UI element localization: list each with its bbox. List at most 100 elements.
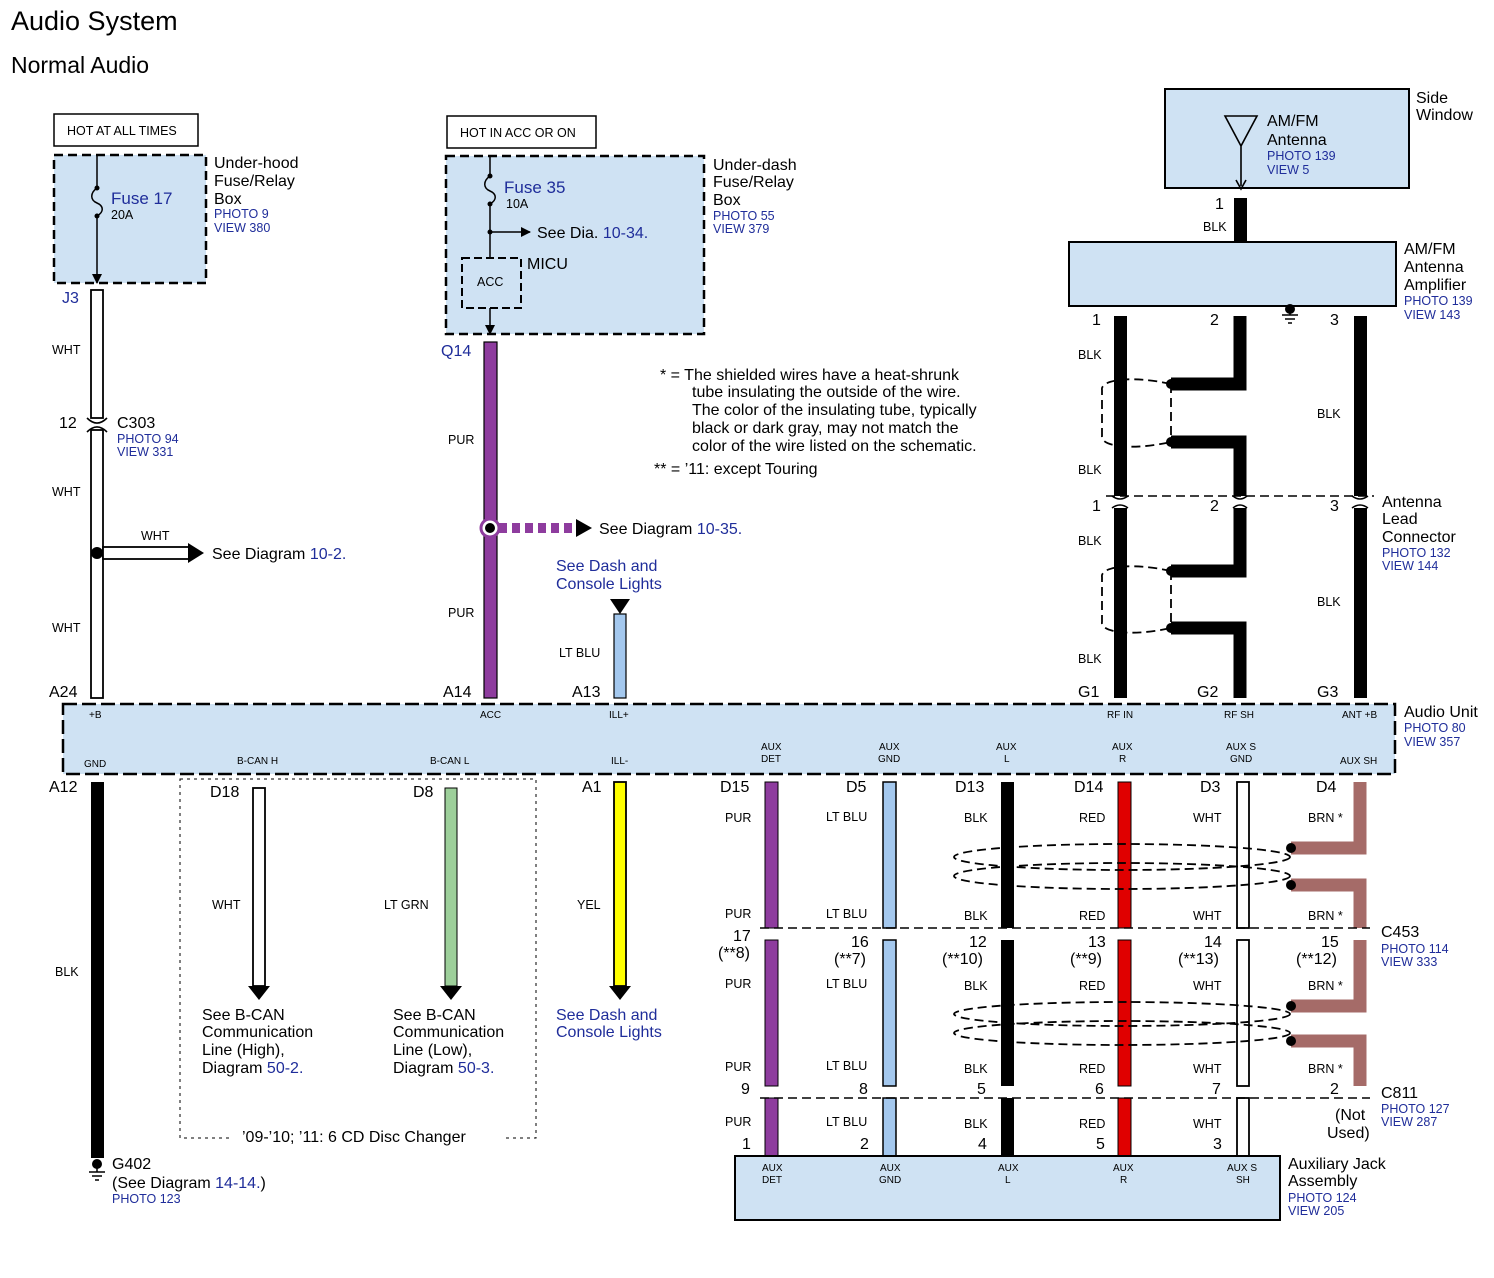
wire-red-aux-2 — [1117, 939, 1132, 1087]
aux-lbl-brn-1: BRN * — [1308, 811, 1343, 825]
jack-view: VIEW 205 — [1288, 1204, 1344, 1218]
c811-pin-6: 6 — [1095, 1081, 1104, 1098]
aux-lbl-blk-2: BLK — [964, 909, 988, 923]
fuse-17-label: Fuse 17 — [111, 189, 172, 208]
term-acc: ACC — [480, 710, 501, 721]
term-aux-gnd-1: AUX — [879, 742, 900, 753]
wire-red-aux-1 — [1117, 781, 1132, 929]
pin-g1: G1 — [1078, 684, 1099, 701]
wire-red-aux-3 — [1117, 1097, 1132, 1157]
wire-label-ltgrn: LT GRN — [384, 898, 429, 912]
jack-pin-4: 4 — [978, 1136, 987, 1153]
c811-pin-5: 5 — [977, 1081, 986, 1098]
wire-label-pur-2: PUR — [448, 606, 474, 620]
aux-lbl-ltblu-4: LT BLU — [826, 1059, 867, 1073]
amp-ground-icon — [1282, 309, 1298, 324]
wire-ltblu-aux-3 — [882, 1097, 897, 1157]
underhood-photo: PHOTO 9 — [214, 207, 269, 221]
pin-d3: D3 — [1200, 779, 1221, 796]
wire-wht-aux-1 — [1236, 781, 1250, 929]
aux-lbl-wht-5: WHT — [1193, 1117, 1222, 1131]
bcan-h-ref-2: Communication — [202, 1024, 313, 1041]
acc-label: ACC — [477, 275, 503, 289]
antenna-photo: PHOTO 139 — [1267, 149, 1336, 163]
c453-pin-14: 14 — [1204, 934, 1222, 951]
note-line-4: black or dark gray, may not match the — [692, 420, 959, 437]
bcan-l-ref-2: Communication — [393, 1024, 504, 1041]
aux-gnd-wire — [882, 781, 897, 1157]
aux-lbl-pur-3: PUR — [725, 977, 751, 991]
underhood-view: VIEW 380 — [214, 221, 270, 235]
power-label-box-1 — [53, 113, 199, 147]
jack-term-l-2: L — [1005, 1175, 1011, 1186]
underdash-view: VIEW 379 — [713, 222, 769, 236]
wire-brn-aux-2 — [1291, 940, 1367, 1086]
term-plus-b: +B — [89, 710, 102, 721]
c811-name: C811 — [1381, 1085, 1418, 1102]
jack-name-1: Auxiliary Jack — [1288, 1156, 1387, 1173]
aux-lbl-red-3: RED — [1079, 979, 1105, 993]
wire-label-blk-antenna: BLK — [1203, 220, 1227, 234]
wire-label-yel: YEL — [577, 898, 601, 912]
fuse-17-amp: 20A — [111, 208, 134, 222]
term-rf-sh: RF SH — [1224, 710, 1254, 721]
bcan-h-ref-3: Line (High), — [202, 1042, 285, 1059]
jack-pin-1: 1 — [742, 1136, 751, 1153]
pin-d8: D8 — [413, 784, 434, 801]
aux-lbl-pur-1: PUR — [725, 811, 751, 825]
ill-plus-arrow-icon — [610, 599, 630, 614]
note-line-2: tube insulating the outside of the wire. — [692, 384, 961, 401]
lead-connector-marks — [1111, 495, 1369, 509]
wire-blk-shield-1 — [1171, 316, 1247, 496]
see-diagram-10-35: See Diagram 10-35. — [599, 521, 742, 538]
wire-label-wht-2: WHT — [52, 485, 81, 499]
wire-blk-aux-2 — [1001, 940, 1014, 1086]
note-line-1: * = The shielded wires have a heat-shrun… — [660, 367, 960, 384]
antenna-box — [1164, 88, 1410, 189]
pin-d13: D13 — [955, 779, 984, 796]
pin-d14: D14 — [1074, 779, 1103, 796]
wire-wht-aux-3 — [1236, 1097, 1250, 1157]
wire-ltblu-aux-1 — [882, 781, 897, 929]
brn-dot-2a — [1286, 1001, 1296, 1011]
underdash-name-3: Box — [713, 192, 741, 209]
see-diagram-10-2: See Diagram 10-2. — [212, 546, 346, 563]
terminal-q14: Q14 — [441, 343, 471, 360]
antenna-icon — [1223, 115, 1259, 186]
fuse-35-icon — [484, 175, 496, 205]
jack-name-2: Assembly — [1288, 1173, 1357, 1190]
pin-d4: D4 — [1316, 779, 1337, 796]
g402-photo: PHOTO 123 — [112, 1192, 181, 1206]
wire-blk-gnd — [91, 782, 104, 1158]
pin-d15: D15 — [720, 779, 749, 796]
antenna-arrowhead — [1235, 179, 1247, 191]
branch-arrow-icon — [188, 543, 204, 563]
note-line-5: color of the wire listed on the schemati… — [692, 438, 977, 455]
page-subtitle: Normal Audio — [11, 52, 149, 78]
aux-sh-wire — [1286, 782, 1367, 1086]
wire-ltgrn-bcan-l — [444, 787, 458, 987]
antenna-name-1: AM/FM — [1267, 113, 1319, 130]
aux-lbl-brn-2: BRN * — [1308, 909, 1343, 923]
jack-term-l-1: AUX — [998, 1163, 1019, 1174]
fuse-35-amp: 10A — [506, 197, 529, 211]
lead-name-2: Lead — [1382, 511, 1418, 528]
wire-pur-aux-3 — [764, 1097, 779, 1157]
wire-label-wht-bcan: WHT — [212, 898, 241, 912]
pin-a12: A12 — [49, 779, 78, 796]
power-label-box-2 — [446, 115, 597, 149]
c303-pin: 12 — [59, 415, 77, 432]
pin-a13: A13 — [572, 684, 601, 701]
term-aux-r-2: R — [1119, 754, 1126, 765]
underdash-photo: PHOTO 55 — [713, 209, 775, 223]
amp-pin-1: 1 — [1092, 312, 1101, 329]
pin-d18: D18 — [210, 784, 239, 801]
aux-lbl-red-2: RED — [1079, 909, 1105, 923]
wire-label-wht-1: WHT — [52, 343, 81, 357]
jack-term-sh-2: SH — [1236, 1175, 1250, 1186]
aux-lbl-ltblu-3: LT BLU — [826, 977, 867, 991]
aux-lbl-blk-5: BLK — [964, 1117, 988, 1131]
c811-pin-9: 9 — [741, 1081, 750, 1098]
acc-relay-box — [461, 257, 522, 309]
underhood-name-2: Fuse/Relay — [214, 173, 295, 190]
